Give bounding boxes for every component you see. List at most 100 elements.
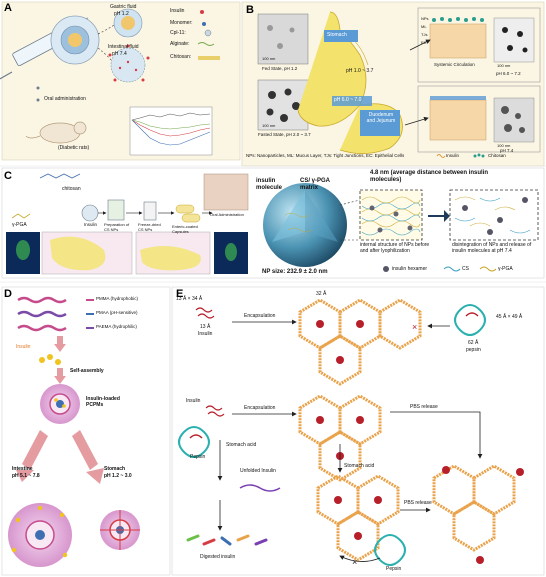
beaker-icon	[107, 199, 125, 221]
intestinal-particle	[110, 47, 146, 83]
glucose-chart	[129, 106, 213, 156]
label-pcpms: Insulin-loaded PCPMs	[86, 396, 120, 408]
scale-bar-1: 100 nm	[262, 56, 276, 61]
label-intestine-ph: pH 5.1 ~ 7.8	[12, 473, 40, 479]
label-ph-stomach: pH 1.0 ~ 3.7	[346, 68, 374, 74]
mof-framework-1	[298, 298, 422, 386]
label-self-assembly: Self-assembly	[70, 368, 104, 374]
label-paema: PAEMA (hydrophilic)	[96, 324, 137, 329]
rat-icon	[25, 121, 87, 144]
label-pepsin-3: Pepsin	[386, 566, 402, 572]
label-encapsulation-2: Encapsulation	[244, 405, 276, 411]
label-internal-structure: internal structure of NPs before and aft…	[360, 242, 430, 254]
insulin-structure	[195, 307, 225, 417]
oral-admin-photo	[203, 173, 249, 211]
layer-label-tjs: TJs	[421, 32, 428, 37]
pepsin-structure-3	[374, 534, 406, 566]
legend-pga: γ-PGA	[498, 266, 513, 272]
label-oral-administration: Oral administration	[44, 96, 86, 102]
svg-text:×: ×	[412, 322, 417, 332]
panel-a	[0, 1, 241, 161]
footnote-insulin: Insulin	[446, 153, 460, 158]
panel-label-b: B	[246, 4, 254, 16]
label-np-size: NP size: 232.9 ± 2.0 nm	[262, 269, 328, 275]
label-diabetic-rats: (Diabetic rats)	[58, 145, 90, 151]
step-oral: Oral Administration	[210, 212, 244, 217]
label-ph-right-1: pH 6.0 ~ 7.2	[496, 71, 521, 76]
label-chitosan: chitosan	[62, 186, 81, 192]
label-e-insulin-2: Insulin	[186, 398, 201, 404]
label-digested-insulin: Digested insulin	[200, 554, 236, 560]
label-intestinal-ph: pH 7.4	[112, 51, 127, 57]
label-unfolded-insulin: Unfolded Insulin	[240, 468, 276, 474]
label-distance: 4.8 nm (average distance between insulin…	[370, 170, 489, 183]
label-dim-insulin: 13 Å × 34 Å	[176, 296, 203, 302]
label-pbs-release-1: PBS release	[410, 404, 438, 410]
label-ph-duodenum: pH 6.0 ~ 7.0	[334, 97, 362, 103]
polymer-chains	[17, 296, 67, 332]
panel-b	[241, 1, 545, 167]
label-d-stomach: Stomach	[104, 466, 126, 472]
label-pepsin-dim: 45 Å × 49 Å	[496, 314, 523, 320]
step-freeze-dried: Freeze-dried CS NPs	[138, 222, 161, 232]
svg-text:×: ×	[352, 557, 357, 567]
label-stomach-acid-1: Stomach acid	[226, 442, 257, 448]
legend-insulin: Insulin	[170, 8, 185, 14]
footnote-abbreviations: NPs: Nanoparticles, ML: Mucus Layer, TJs…	[246, 153, 405, 158]
panel-d	[1, 286, 171, 576]
panel-e: × ×	[171, 286, 545, 576]
unfolded-insulin	[239, 484, 281, 492]
scale-bar-3: 100 nm	[497, 63, 511, 68]
label-gastric-ph: pH 1.2	[114, 11, 129, 17]
label-pga: γ-PGA	[12, 222, 27, 228]
label-duodenum: Duodenum and Jejunum	[366, 112, 396, 124]
mof-framework-3	[316, 474, 400, 562]
panel-c	[1, 167, 545, 279]
label-c-insulin: Insulin	[84, 222, 98, 227]
label-d-insulin: Insulin	[16, 344, 31, 350]
label-fed-state: Fed State, pH 1.2	[262, 66, 298, 71]
legend-cpl11: Cpl-11:	[170, 30, 186, 36]
label-encapsulation-1: Encapsulation	[244, 313, 276, 319]
label-pepsin-1: pepsin	[466, 347, 481, 353]
legend-alginate: Alginate:	[170, 41, 190, 47]
panel-label-d: D	[4, 288, 12, 300]
internal-structure-box	[359, 189, 423, 241]
legend-cs: CS	[462, 266, 469, 272]
label-pbs-release-2: PBS release	[404, 500, 432, 506]
label-pmaa: PMAA (pH-sensitive)	[96, 310, 138, 315]
capsule-icon	[175, 204, 201, 223]
label-matrix: CS/ γ-PGA matrix	[300, 178, 330, 191]
step-capsules: Enteric-coated Capsules	[172, 224, 198, 234]
layer-label-ec: EC	[421, 40, 427, 45]
label-dim-32: 32 Å	[316, 291, 327, 297]
legend-monomer: Monomer:	[170, 20, 193, 26]
label-pepsin-2: Pepsin	[190, 454, 206, 460]
label-dim-62: 62 Å	[468, 340, 479, 346]
pepsin-structure-1	[454, 304, 486, 336]
panel-label-a: A	[4, 2, 12, 14]
label-systemic-circulation: Systemic Circulation	[434, 62, 475, 67]
label-ph-right-2: pH 7.4	[500, 148, 514, 153]
layer-label-nps: NPs	[421, 16, 429, 21]
panel-label-c: C	[4, 170, 12, 182]
label-fasted-state: Fasted State, pH 2.0 ~ 3.7	[258, 132, 311, 137]
label-stomach: Stomach	[327, 32, 347, 38]
legend-insulin-hexamer: insulin hexamer	[392, 266, 428, 272]
label-intestinal-fluid: Intestinal fluid	[108, 44, 139, 50]
mof-framework-4	[432, 464, 524, 564]
layer-label-ml: ML	[421, 24, 427, 29]
footnote-chitosan: Chitosan	[488, 153, 506, 158]
label-disintegration: disintegration of NPs and release of ins…	[452, 242, 532, 254]
panel-label-e: E	[176, 288, 184, 300]
label-pmma: PMMA (hydrophobic)	[96, 296, 139, 301]
label-dim-13: 13 Å	[200, 324, 211, 330]
pepsin-structure-2	[178, 426, 210, 458]
legend-chitosan: Chitosan:	[170, 54, 192, 60]
scale-bar-2: 100 nm	[262, 123, 276, 128]
label-gastric-fluid: Gastric fluid	[110, 4, 137, 10]
scale-bar-4: 100 nm	[497, 143, 511, 148]
digested-fragments	[186, 534, 268, 546]
vial-icon	[143, 201, 157, 221]
